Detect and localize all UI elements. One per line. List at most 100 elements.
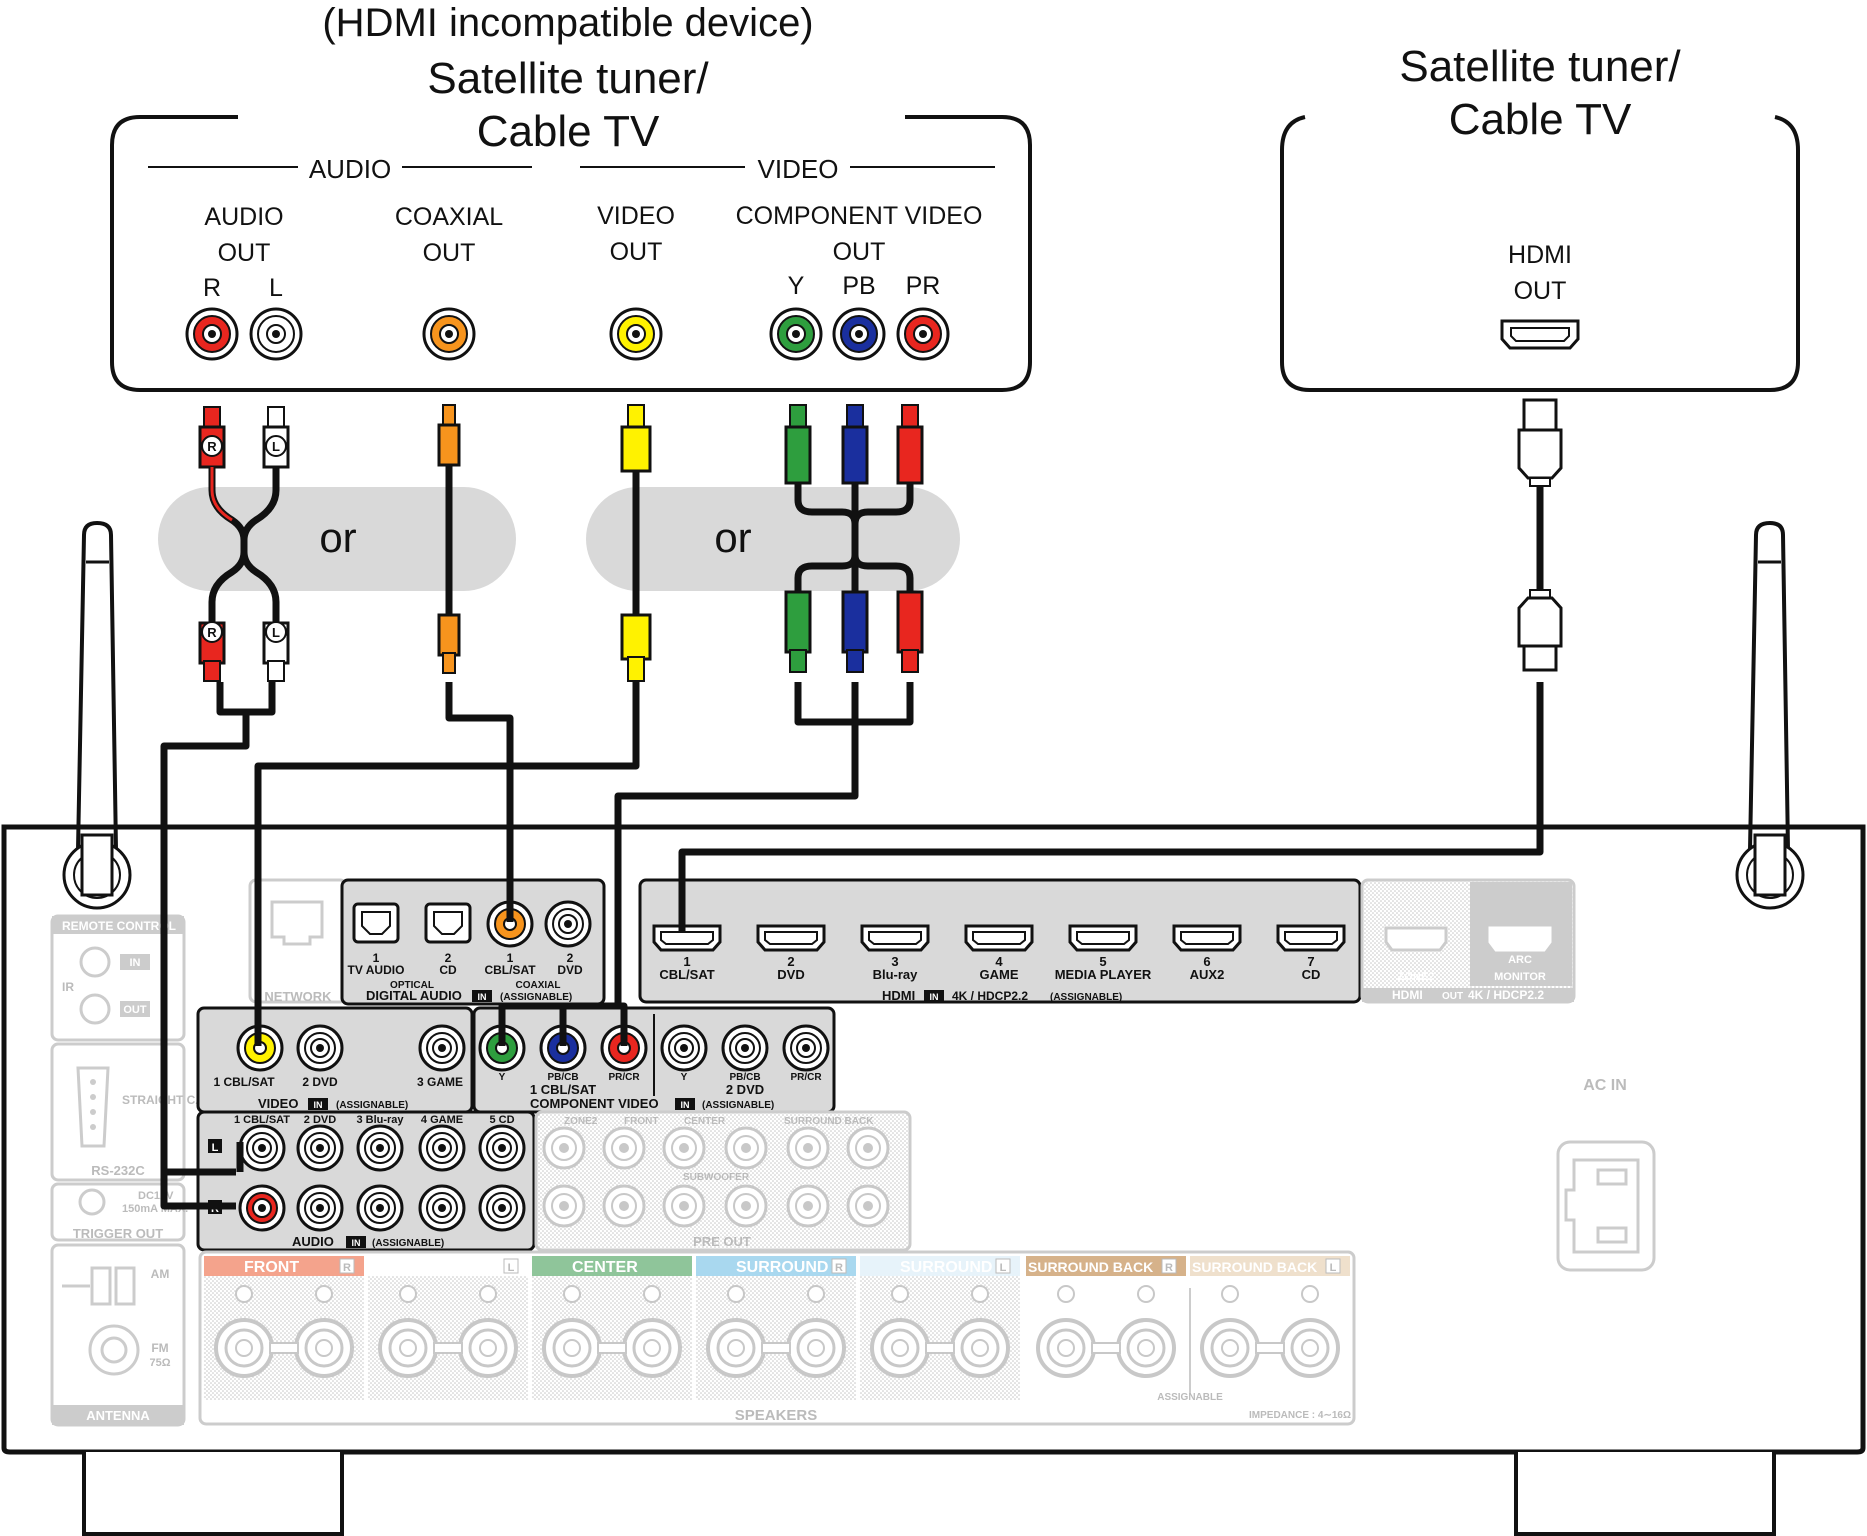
coaxial-jack-2[interactable] xyxy=(544,900,592,948)
plug-l-label-bottom: L xyxy=(272,625,280,640)
component-in-1-pb[interactable] xyxy=(539,1024,587,1072)
speaker-terminal[interactable] xyxy=(1200,1285,1260,1378)
receiver-rear-panel: REMOTE CONTROL IR IN OUT STRAIGHT CABLE … xyxy=(1,520,1866,1536)
speaker-terminal[interactable] xyxy=(1280,1285,1340,1378)
audio-in-jack-4-l[interactable] xyxy=(418,1124,466,1172)
audio-in-jack-1-l[interactable] xyxy=(238,1124,286,1172)
audio-out-label-1: AUDIO xyxy=(204,203,283,231)
pre-out-jack[interactable] xyxy=(724,1126,768,1170)
audio-in-jack-4-r[interactable] xyxy=(418,1184,466,1232)
digital-audio-label: DIGITAL AUDIO xyxy=(366,988,462,1003)
hdmi-out-spec: 4K / HDCP2.2 xyxy=(1468,988,1544,1002)
l-label: L xyxy=(269,274,283,302)
dc12v-label: DC12V xyxy=(138,1190,174,1202)
digital-audio-in-badge: IN xyxy=(478,992,487,1002)
coaxial-jack-1[interactable] xyxy=(486,900,534,948)
comp2-y-label: Y xyxy=(681,1072,688,1083)
pre-out-jack[interactable] xyxy=(846,1126,890,1170)
device-title-line2: Cable TV xyxy=(477,107,660,156)
pre-out-jack[interactable] xyxy=(786,1184,830,1228)
component-in-2-y[interactable] xyxy=(660,1024,708,1072)
speaker-terminal[interactable] xyxy=(870,1285,930,1378)
ac-in-section: AC IN xyxy=(1556,1077,1656,1272)
antenna-module: AM FM 75Ω ANTENNA xyxy=(50,1243,186,1427)
component-in-section: Y PB/CB PR/CR Y PB/CB PR/CR 1 CBL/SAT 2 … xyxy=(472,1006,836,1114)
hdmi-monitor-label: MONITOR xyxy=(1494,971,1546,983)
hdmi-device-title-line1: Satellite tuner/ xyxy=(1399,42,1681,91)
speaker-terminal[interactable] xyxy=(622,1285,682,1378)
wifi-antenna-right xyxy=(1735,520,1805,910)
coax-1-num: 1 xyxy=(507,951,514,965)
pre-out-jack[interactable] xyxy=(786,1126,830,1170)
component-out-label-2: OUT xyxy=(833,238,886,266)
pre-out-jack[interactable] xyxy=(662,1184,706,1228)
pre-out-jack[interactable] xyxy=(602,1184,646,1228)
comp1-y-label: Y xyxy=(499,1072,506,1083)
speaker-terminal[interactable] xyxy=(950,1285,1010,1378)
speaker-terminal[interactable] xyxy=(786,1285,846,1378)
audio-in-jack-1-r[interactable] xyxy=(238,1184,286,1232)
audio-in-jack-5-l[interactable] xyxy=(478,1124,526,1172)
video-in-assignable: (ASSIGNABLE) xyxy=(336,1100,408,1111)
audio-in-jack-3-l[interactable] xyxy=(356,1124,404,1172)
foot-left xyxy=(82,1452,344,1536)
speaker-terminal[interactable] xyxy=(706,1285,766,1378)
hdmi-in-assignable: (ASSIGNABLE) xyxy=(1050,992,1122,1003)
audio-in-jack-2-r[interactable] xyxy=(296,1184,344,1232)
ac-in-label: AC IN xyxy=(1583,1077,1627,1094)
video-in-jack-2[interactable] xyxy=(296,1024,344,1072)
audio-in-jack-3-r[interactable] xyxy=(356,1184,404,1232)
plug-r-label-bottom: R xyxy=(207,625,217,640)
pb-label: PB xyxy=(842,272,875,300)
pre-out-jack[interactable] xyxy=(542,1126,586,1170)
pre-out-label: PRE OUT xyxy=(693,1234,751,1249)
ir-in-label: IN xyxy=(130,957,141,969)
source-device-analog: (HDMI incompatible device) Satellite tun… xyxy=(110,1,1032,392)
video-in-section: 1 CBL/SAT 2 DVD 3 GAME VIDEO IN (ASSIGNA… xyxy=(196,1006,474,1114)
speaker-channel-badge: R xyxy=(835,1262,843,1274)
pre-out-jack[interactable] xyxy=(724,1184,768,1228)
speaker-terminal[interactable] xyxy=(294,1285,354,1378)
speaker-terminal[interactable] xyxy=(542,1285,602,1378)
component-in-2-pb[interactable] xyxy=(721,1024,769,1072)
speaker-group-label: CENTER xyxy=(572,1259,638,1276)
speaker-terminal[interactable] xyxy=(1116,1285,1176,1378)
speaker-terminal[interactable] xyxy=(1036,1285,1096,1378)
hdmi-in-port-num: 5 xyxy=(1099,954,1106,969)
audio-in-jack-5-r[interactable] xyxy=(478,1184,526,1232)
pre-out-jack[interactable] xyxy=(542,1184,586,1228)
video-rca-cable xyxy=(620,404,652,682)
optical-jack-1[interactable] xyxy=(352,902,400,944)
audio-out-label-2: OUT xyxy=(218,239,271,267)
or-bubble-video xyxy=(586,487,960,591)
hdmi-in-port-7[interactable]: 7CD xyxy=(1276,924,1346,982)
pre-out-jack[interactable] xyxy=(662,1126,706,1170)
video-in-jack-3[interactable] xyxy=(418,1024,466,1072)
optical-jack-2[interactable] xyxy=(424,902,472,944)
audio-in-jack-2-l[interactable] xyxy=(296,1124,344,1172)
plug-r-label-top: R xyxy=(207,439,217,454)
pre-out-jack[interactable] xyxy=(846,1184,890,1228)
pre-out-jack[interactable] xyxy=(602,1126,646,1170)
jack-video-out xyxy=(609,307,663,361)
comp1-pb-label: PB/CB xyxy=(547,1072,578,1083)
jack-audio-out-l xyxy=(249,307,303,361)
pre-out-jacks xyxy=(542,1126,890,1228)
r-label: R xyxy=(203,274,221,302)
speaker-terminal[interactable] xyxy=(214,1285,274,1378)
audio-in-assignable: (ASSIGNABLE) xyxy=(372,1238,444,1249)
video-group-label: VIDEO xyxy=(758,154,839,184)
hdmi-out-port-icon xyxy=(1500,319,1580,350)
speaker-terminal[interactable] xyxy=(458,1285,518,1378)
component-in-2-pr[interactable] xyxy=(782,1024,830,1072)
cables: or or R xyxy=(158,398,1563,1210)
jack-component-y xyxy=(769,307,823,361)
